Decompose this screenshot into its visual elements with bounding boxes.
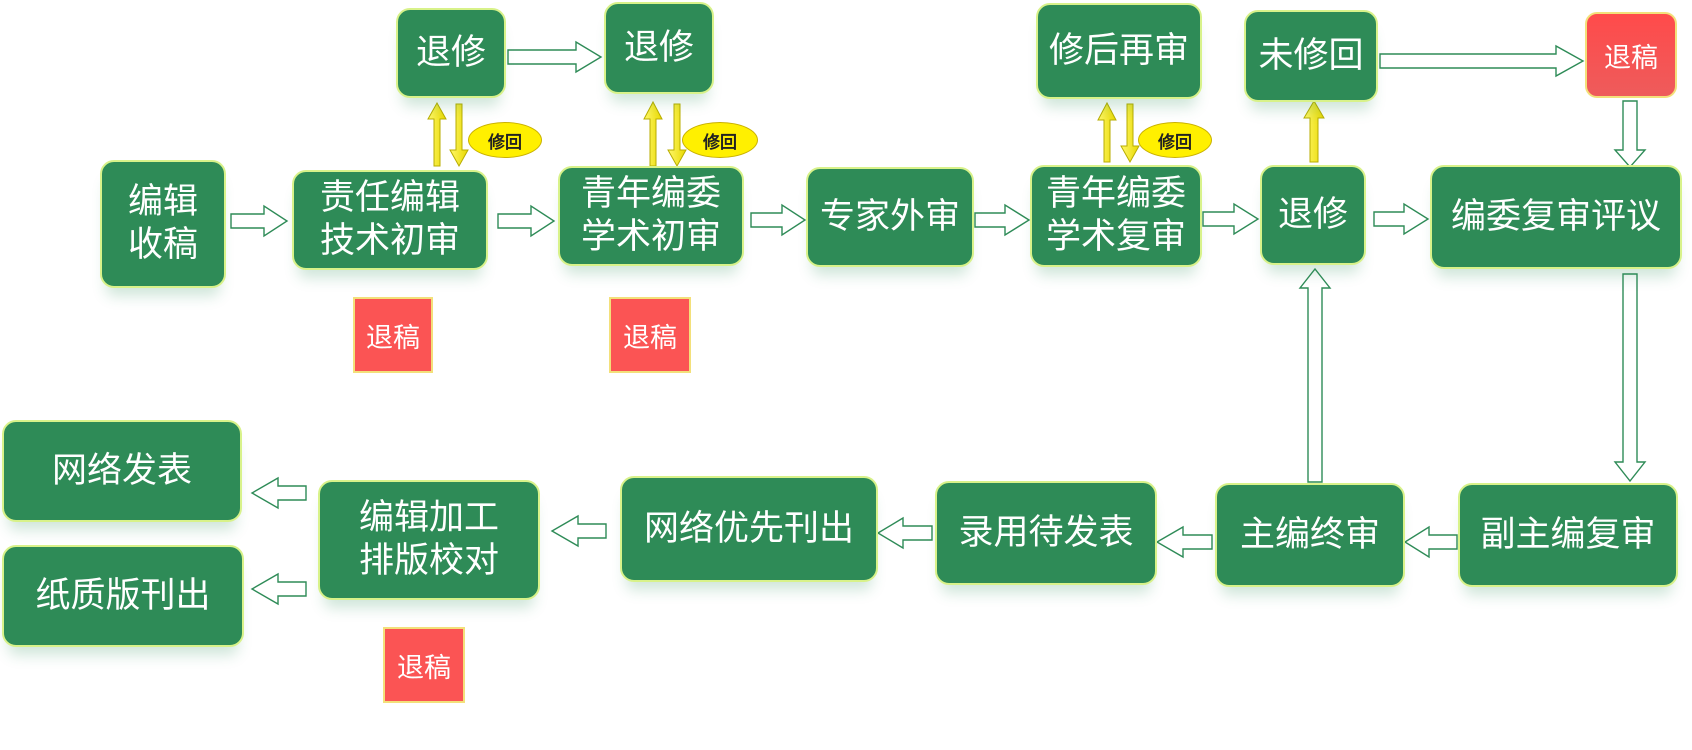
arrow-young-to-expert: [750, 203, 807, 237]
arrow-re-review-to-young-second: [1120, 103, 1140, 164]
node-young-second: 青年编委 学术复审: [1030, 165, 1202, 267]
node-board-review: 编委复审评议: [1430, 165, 1682, 269]
node-revise-2: 退修: [604, 2, 714, 94]
node-expert: 专家外审: [806, 167, 974, 267]
reject-after-young: 退稿: [609, 297, 691, 373]
arrow-young-to-revise2: [643, 100, 663, 167]
arrow-editing-to-online-publish: [250, 476, 307, 510]
reject-after-not-returned: 退稿: [1585, 12, 1677, 98]
arrow-tech-to-revise1: [427, 101, 447, 167]
arrow-revise2-to-young: [667, 103, 687, 168]
reject-after-tech: 退稿: [353, 297, 433, 373]
arrow-tech-to-young-initial: [497, 204, 556, 238]
arrow-young-second-to-revise: [1202, 202, 1260, 236]
arrow-chief-to-accepted: [1155, 525, 1213, 559]
node-tech-review: 责任编辑 技术初审: [292, 170, 488, 270]
yellow-arrows: [427, 100, 1325, 168]
node-accepted: 录用待发表: [935, 481, 1157, 585]
reject-after-editing: 退稿: [383, 627, 465, 703]
arrow-reject-to-board: [1613, 100, 1647, 169]
arrow-receive-to-tech: [230, 204, 289, 238]
arrow-young-second-to-re-review: [1097, 101, 1117, 163]
node-deputy-editor: 副主编复审: [1458, 483, 1678, 587]
arrow-accepted-to-online-first: [876, 516, 933, 550]
node-print-publish: 纸质版刊出: [2, 545, 244, 647]
node-not-returned: 未修回: [1244, 10, 1378, 102]
arrow-deputy-to-chief: [1403, 525, 1458, 559]
node-chief-editor: 主编终审: [1215, 483, 1405, 587]
arrow-online-first-to-editing: [550, 514, 607, 548]
badge-revise-return-1: 修回: [468, 122, 542, 158]
arrow-expert-to-young-second: [974, 203, 1031, 237]
arrow-revise-to-board: [1373, 202, 1430, 236]
node-revise-main: 退修: [1260, 165, 1366, 265]
badge-revise-return-3: 修回: [1138, 122, 1212, 158]
arrow-revise1-to-revise2: [507, 40, 603, 74]
arrow-editing-to-print: [250, 572, 307, 606]
arrow-revise-to-not-returned: [1303, 100, 1325, 163]
arrow-chief-to-revise: [1298, 267, 1332, 483]
node-re-review: 修后再审: [1036, 3, 1202, 99]
node-revise-1: 退修: [396, 8, 506, 98]
arrow-not-returned-to-reject: [1379, 44, 1585, 78]
hollow-arrows: [230, 40, 1647, 606]
node-online-publish: 网络发表: [2, 420, 242, 522]
node-editing: 编辑加工 排版校对: [318, 480, 540, 600]
node-receive: 编辑 收稿: [100, 160, 226, 288]
arrow-board-to-deputy: [1613, 273, 1647, 483]
node-online-first: 网络优先刊出: [620, 476, 878, 582]
arrow-revise1-to-tech: [449, 103, 469, 168]
node-young-initial: 青年编委 学术初审: [558, 166, 744, 266]
badge-revise-return-2: 修回: [682, 122, 758, 158]
